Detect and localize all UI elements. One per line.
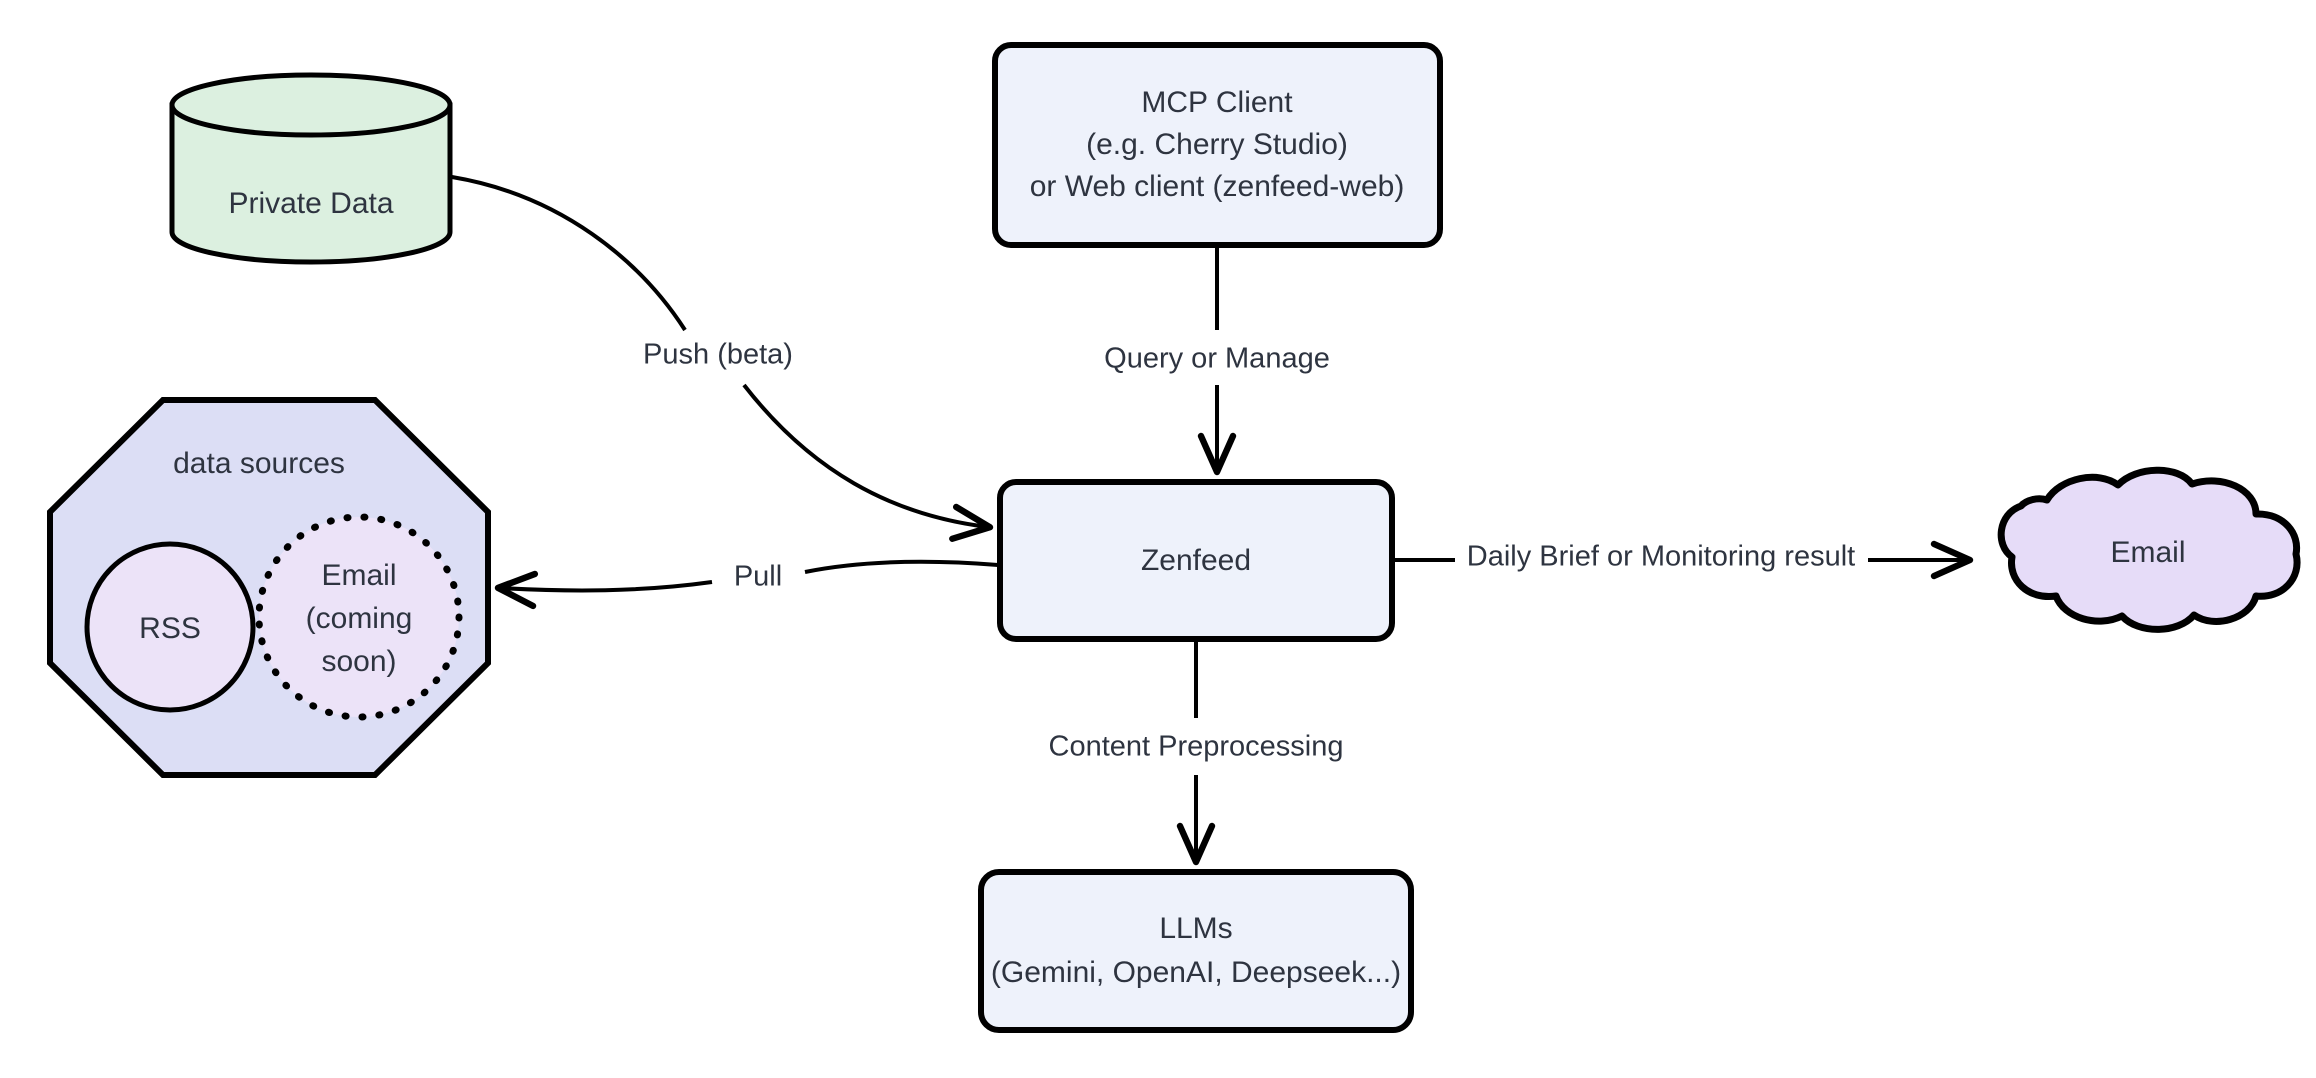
zenfeed-box	[997, 479, 1395, 642]
rss-label: RSS	[139, 612, 201, 645]
email-dotted-circle	[255, 513, 463, 721]
node-rss[interactable]: RSS	[84, 541, 256, 713]
cylinder-top-ellipse	[169, 72, 453, 138]
push-edge-lower-segment	[742, 383, 994, 542]
edge-query-or-manage: Query or Manage	[1104, 247, 1330, 476]
node-llms[interactable]: LLMs (Gemini, OpenAI, Deepseek...)	[978, 869, 1414, 1033]
mcp-client-line3: or Web client (zenfeed-web)	[1030, 170, 1405, 203]
node-data-sources[interactable]: data sources RSS Email (coming soon)	[47, 397, 491, 778]
cloud-shape	[1997, 466, 2301, 633]
edge-push-beta: Push (beta)	[451, 175, 994, 542]
pull-edge-left-segment	[494, 570, 713, 610]
private-data-label: Private Data	[228, 187, 393, 220]
zenfeed-label: Zenfeed	[1141, 544, 1251, 577]
rss-circle	[84, 541, 256, 713]
pull-edge-right-segment	[804, 559, 999, 574]
node-private-data[interactable]: Private Data	[169, 72, 453, 265]
cylinder-body	[169, 102, 453, 265]
llms-line1: LLMs	[1159, 912, 1232, 945]
preprocess-edge-label: Content Preprocessing	[1049, 731, 1344, 763]
query-edge-label: Query or Manage	[1104, 343, 1330, 375]
edge-content-preprocessing: Content Preprocessing	[1049, 641, 1344, 866]
node-email-cloud[interactable]: Email	[1997, 466, 2301, 633]
push-edge-label: Push (beta)	[643, 339, 793, 371]
node-zenfeed[interactable]: Zenfeed	[997, 479, 1395, 642]
push-edge-upper-segment	[451, 175, 687, 332]
mcp-client-line1: MCP Client	[1141, 86, 1293, 119]
llms-line2: (Gemini, OpenAI, Deepseek...)	[991, 956, 1401, 989]
edge-pull: Pull	[494, 559, 999, 610]
email-cloud-label: Email	[2110, 536, 2185, 569]
llms-box	[978, 869, 1414, 1033]
brief-edge-label: Daily Brief or Monitoring result	[1467, 541, 1855, 573]
data-sources-label: data sources	[173, 447, 345, 480]
email-soon-line3: soon)	[321, 645, 396, 678]
node-email-coming-soon[interactable]: Email (coming soon)	[255, 513, 463, 721]
node-mcp-client[interactable]: MCP Client (e.g. Cherry Studio) or Web c…	[992, 42, 1443, 248]
edge-daily-brief: Daily Brief or Monitoring result	[1394, 541, 1974, 580]
mcp-client-box	[992, 42, 1443, 248]
pull-edge-label: Pull	[734, 561, 782, 593]
email-soon-line2: (coming	[306, 602, 413, 635]
email-soon-line1: Email	[321, 559, 396, 592]
mcp-client-line2: (e.g. Cherry Studio)	[1086, 128, 1348, 161]
